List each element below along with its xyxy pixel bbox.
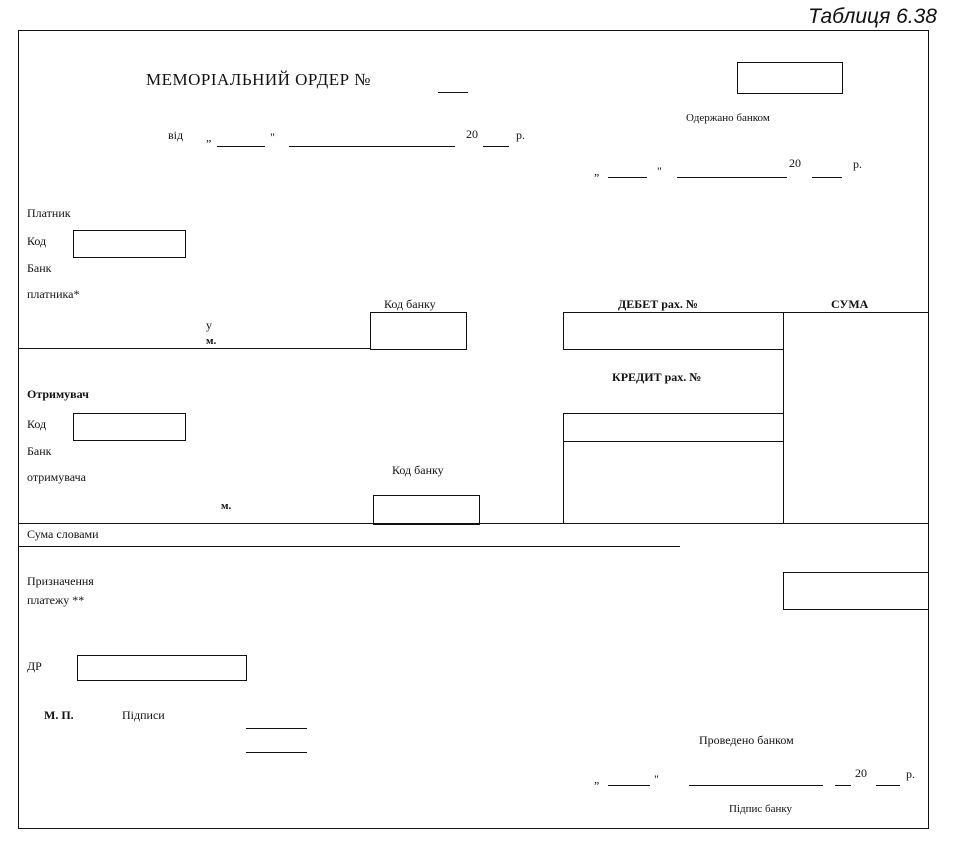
purpose-code-box[interactable] bbox=[783, 572, 929, 610]
signature-line-2[interactable] bbox=[246, 752, 307, 753]
date-quote-open: „ bbox=[206, 130, 212, 144]
payer-bank-code-box[interactable] bbox=[370, 312, 467, 350]
received-month-field[interactable] bbox=[677, 177, 787, 178]
bank-signature-label: Підпис банку bbox=[729, 803, 793, 815]
processed-quote-open: „ bbox=[594, 772, 600, 786]
received-stamp-box[interactable] bbox=[737, 62, 843, 94]
processed-quote-close: " bbox=[654, 772, 659, 786]
recipient-bank-label-2: отримувача bbox=[27, 470, 86, 484]
recipient-code-label: Код bbox=[27, 417, 47, 431]
payer-code-label: Код bbox=[27, 234, 47, 248]
processed-day-field[interactable] bbox=[608, 785, 650, 786]
purpose-label-2: платежу ** bbox=[27, 593, 85, 607]
received-by-bank-label: Одержано банком bbox=[686, 112, 770, 124]
processed-by-bank-label: Проведено банком bbox=[699, 733, 794, 747]
payer-bank-label-2: платника* bbox=[27, 287, 80, 301]
recipient-section-line bbox=[18, 523, 929, 524]
recipient-city-prefix: м. bbox=[221, 500, 232, 512]
recipient-bank-code-label: Код банку bbox=[392, 463, 444, 477]
table-number: Таблиця 6.38 bbox=[808, 5, 937, 28]
amount-words-line[interactable] bbox=[18, 546, 680, 547]
sum-label: СУМА bbox=[831, 297, 869, 311]
order-number-field[interactable] bbox=[438, 92, 468, 93]
credit-account-row-line bbox=[563, 441, 784, 442]
recipient-bank-code-box[interactable] bbox=[373, 495, 480, 525]
form-title: МЕМОРІАЛЬНИЙ ОРДЕР № bbox=[146, 70, 372, 89]
received-year-suffix: р. bbox=[853, 157, 862, 171]
amount-words-label: Сума словами bbox=[27, 527, 99, 541]
date-day-field[interactable] bbox=[217, 146, 265, 147]
received-quote-close: " bbox=[657, 164, 662, 178]
received-quote-open: „ bbox=[594, 164, 600, 178]
debit-account-box[interactable] bbox=[563, 312, 784, 350]
payer-bank-label: Банк bbox=[27, 261, 52, 275]
date-prefix: від bbox=[168, 128, 184, 142]
recipient-label: Отримувач bbox=[27, 387, 89, 401]
signature-line-1[interactable] bbox=[246, 728, 307, 729]
recipient-code-box[interactable] bbox=[73, 413, 186, 441]
processed-year-prefix: 20 bbox=[855, 766, 867, 780]
credit-label: КРЕДИТ рах. № bbox=[612, 370, 702, 384]
date-year-field[interactable] bbox=[483, 146, 509, 147]
date-year-suffix: р. bbox=[516, 128, 525, 142]
payer-bank-code-label: Код банку bbox=[384, 297, 436, 311]
payer-city-prefix: м. bbox=[206, 335, 217, 347]
date-month-field[interactable] bbox=[289, 146, 455, 147]
credit-account-box[interactable] bbox=[563, 413, 784, 524]
recipient-bank-label: Банк bbox=[27, 444, 52, 458]
debit-label: ДЕБЕТ рах. № bbox=[618, 297, 698, 311]
date-year-prefix: 20 bbox=[466, 127, 478, 141]
dr-label: ДР bbox=[27, 659, 42, 673]
processed-year-suffix: р. bbox=[906, 767, 915, 781]
payer-code-box[interactable] bbox=[73, 230, 186, 258]
signatures-label: Підписи bbox=[122, 708, 165, 722]
received-year-prefix: 20 bbox=[789, 156, 801, 170]
processed-month-field[interactable] bbox=[689, 785, 823, 786]
received-year-field[interactable] bbox=[812, 177, 842, 178]
payer-section-line bbox=[18, 348, 371, 349]
payer-city-prefix-in: у bbox=[206, 318, 212, 332]
processed-year-field[interactable] bbox=[876, 785, 900, 786]
purpose-label: Призначення bbox=[27, 574, 94, 588]
stamp-label: М. П. bbox=[44, 708, 74, 722]
payer-label: Платник bbox=[27, 206, 71, 220]
date-quote-close: " bbox=[270, 130, 275, 144]
dr-box[interactable] bbox=[77, 655, 247, 681]
memorial-order-form bbox=[18, 30, 929, 829]
received-day-field[interactable] bbox=[608, 177, 647, 178]
processed-pre-year-field[interactable] bbox=[835, 785, 851, 786]
